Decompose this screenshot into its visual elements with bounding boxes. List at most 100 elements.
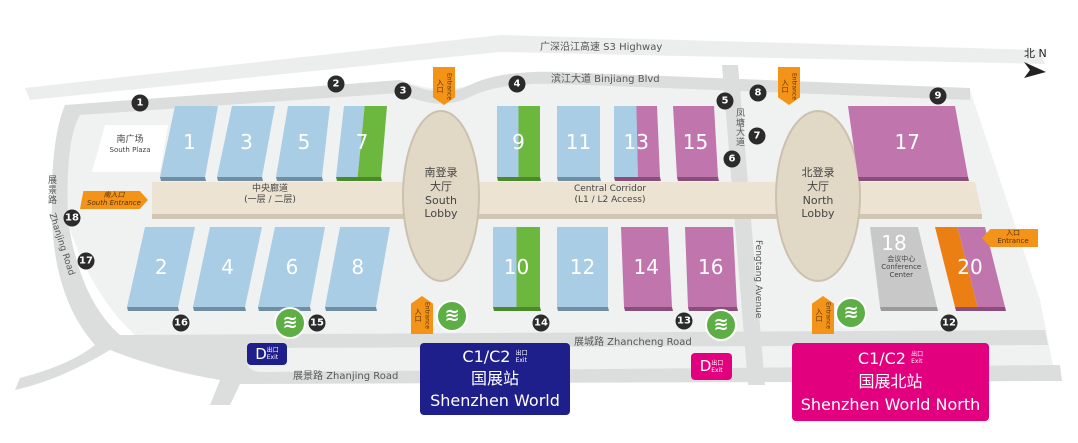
entrance-cn: 入口 <box>1006 229 1020 237</box>
hall-number: 2 <box>154 255 168 279</box>
zhancheng-label: 展城路 Zhancheng Road <box>574 337 692 348</box>
south-station-cn: 国展站 <box>470 369 519 388</box>
hall-18-shape <box>870 227 937 307</box>
corridor-edge <box>152 214 982 219</box>
fengtang-avenue-road <box>722 65 765 385</box>
exit-letter: D <box>255 345 267 363</box>
hall-number: 7 <box>355 129 369 154</box>
corridor-label-cn: 中央廊道 (一层 / 二层) <box>230 184 310 207</box>
corridor-en-sub: (L1 / L2 Access) <box>574 195 646 206</box>
hall-15[interactable]: 15 <box>683 130 708 154</box>
hall-sub-en2: Center <box>889 271 914 279</box>
hall-8[interactable]: 8 <box>351 255 364 279</box>
hall-edge <box>127 307 179 311</box>
gate-marker-13: 13 <box>675 312 693 330</box>
exit-cn: 出口 <box>515 350 528 357</box>
gate-marker-4: 4 <box>508 75 526 93</box>
hall-16[interactable]: 16 <box>698 255 723 279</box>
hall-edge <box>614 177 661 181</box>
hall-number: 17 <box>894 129 920 154</box>
hall-20-shape-a <box>935 227 978 307</box>
hall-13-shape-b <box>636 106 660 177</box>
hall-5[interactable]: 5 <box>298 130 311 154</box>
compass-label: 北 N <box>1024 47 1047 60</box>
hall-edge <box>276 177 323 181</box>
south-entrance-cn: 南入口 <box>103 191 125 199</box>
south-lobby-en1: South <box>425 193 457 207</box>
north-station-cn: 国展北站 <box>858 372 923 391</box>
hall-edge <box>217 177 263 181</box>
hall-1-shape <box>160 106 218 177</box>
hall-edge <box>160 177 206 181</box>
south-plaza: 南广场 South Plaza <box>98 135 162 155</box>
hall-6-shape <box>258 227 325 307</box>
hall-20[interactable]: 20 <box>957 255 982 279</box>
hall-edge <box>557 177 601 181</box>
metro-icon[interactable]: ≋ <box>436 300 468 332</box>
gate-marker-18: 18 <box>63 209 81 227</box>
hall-edge <box>497 177 541 181</box>
metro-icon[interactable]: ≋ <box>835 297 867 329</box>
hall-8-shape <box>325 227 390 307</box>
hall-number: 14 <box>633 255 659 279</box>
north-lobby: 北登录 大厅 North Lobby <box>788 166 848 221</box>
gate-marker-17: 17 <box>77 252 95 270</box>
c-exit-label: C1/C2 <box>462 347 511 366</box>
gate-marker-3: 3 <box>394 82 412 100</box>
south-lobby: 南登录 大厅 South Lobby <box>411 166 471 221</box>
entrance-cn: 入口 <box>781 79 790 93</box>
hall-6[interactable]: 6 <box>286 255 299 279</box>
east-entrance[interactable]: 入口 Entrance <box>982 229 1038 247</box>
hall-13-shape-a <box>614 106 638 177</box>
north-lobby-cn1: 北登录 <box>801 166 835 179</box>
hall-7[interactable]: 7 <box>356 130 369 154</box>
hall-17[interactable]: 17 <box>895 130 920 154</box>
hall-2-shape <box>127 227 195 307</box>
hall-14[interactable]: 14 <box>634 255 659 279</box>
binjiang-label: 滨江大道 Binjiang Blvd <box>551 74 660 85</box>
hall-12[interactable]: 12 <box>570 255 595 279</box>
hall-edge <box>858 177 969 181</box>
hall-number: 15 <box>682 129 709 154</box>
hall-2[interactable]: 2 <box>155 255 168 279</box>
metro-icon[interactable]: ≋ <box>705 309 737 341</box>
north-lobby-en2: Lobby <box>801 207 835 221</box>
hall-4[interactable]: 4 <box>221 255 234 279</box>
hall-3[interactable]: 3 <box>240 130 253 154</box>
hall-11[interactable]: 11 <box>566 130 591 154</box>
hall-number: 5 <box>297 129 311 154</box>
south-lobby-shape <box>402 110 480 282</box>
corridor-cn: 中央廊道 <box>251 184 288 194</box>
hall-12-shape <box>557 227 608 307</box>
hall-number: 16 <box>698 255 724 279</box>
hall-number: 6 <box>285 255 299 279</box>
hall-number: 12 <box>569 255 596 279</box>
hall-17-shape <box>848 106 968 177</box>
hall-sub-en1: Conference <box>881 263 922 271</box>
entrance-en: Entrance <box>445 72 453 100</box>
hall-10[interactable]: 10 <box>504 255 529 279</box>
south-plaza-area <box>92 125 168 172</box>
north-lobby-shape <box>775 110 861 282</box>
gate-marker-12: 12 <box>940 314 958 332</box>
gate-marker-7: 7 <box>748 127 766 145</box>
hall-5-shape <box>276 106 330 177</box>
metro-icon[interactable]: ≋ <box>274 307 306 339</box>
hall-13[interactable]: 13 <box>624 130 649 154</box>
south-entrance[interactable]: 南入口 South Entrance <box>80 191 148 209</box>
gate-marker-6: 6 <box>723 150 741 168</box>
hall-1[interactable]: 1 <box>183 130 196 154</box>
gate-marker-15: 15 <box>308 314 326 332</box>
hall-9[interactable]: 9 <box>512 130 525 154</box>
